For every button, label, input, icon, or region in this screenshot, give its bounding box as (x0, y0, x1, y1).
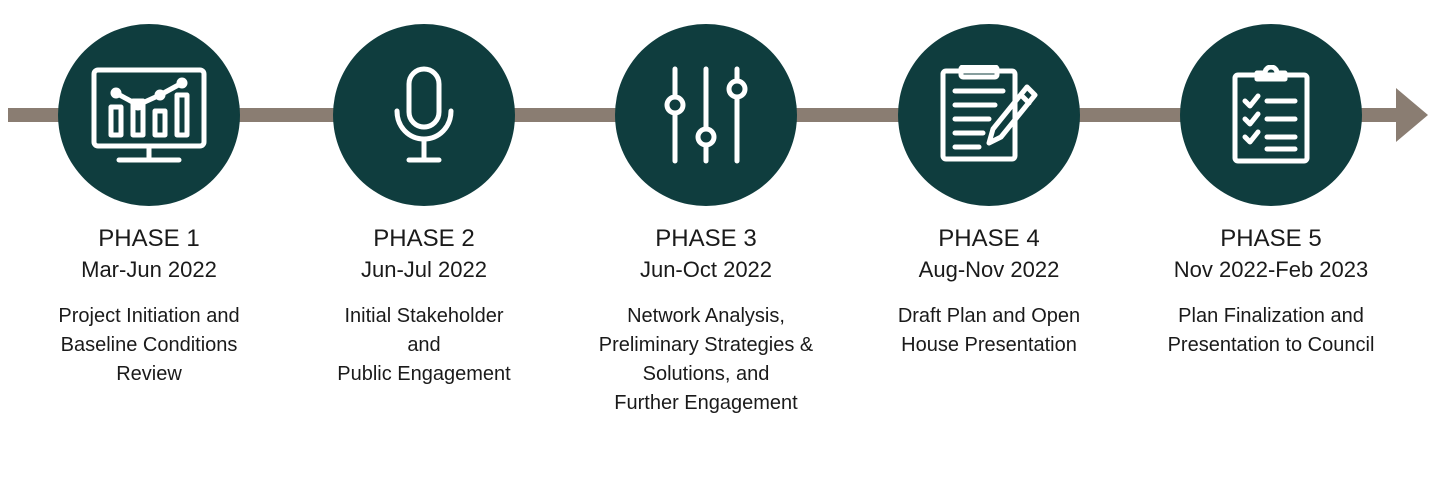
phase-3-circle (615, 24, 797, 206)
sliders-icon (664, 66, 748, 164)
phase-2-circle (333, 24, 515, 206)
clipboard-pencil-icon (940, 65, 1038, 162)
phase-5-description: Plan Finalization and Presentation to Co… (1167, 305, 1375, 356)
phase-4-dates: Aug-Nov 2022 (918, 257, 1060, 282)
phase-1-description: Project Initiation and Baseline Conditio… (58, 305, 240, 385)
phase-2-dates: Jun-Jul 2022 (361, 257, 487, 282)
phase-2: PHASE 2 Jun-Jul 2022 Initial Stakeholder… (284, 24, 564, 389)
phase-4-description: Draft Plan and Open House Presentation (897, 305, 1081, 356)
phase-4-title: PHASE 4 (938, 225, 1040, 252)
monitor-bar-chart-icon (91, 67, 207, 163)
phase-5: PHASE 5 Nov 2022-Feb 2023 Plan Finalizat… (1131, 24, 1411, 360)
phase-5-circle (1180, 24, 1362, 206)
phase-3: PHASE 3 Jun-Oct 2022 Network Analysis, P… (566, 24, 846, 418)
phase-2-title: PHASE 2 (373, 225, 475, 252)
phase-5-title: PHASE 5 (1220, 225, 1322, 252)
phase-5-dates: Nov 2022-Feb 2023 (1173, 257, 1369, 282)
phase-1-title: PHASE 1 (98, 225, 200, 252)
phase-1-circle (58, 24, 240, 206)
phase-3-title: PHASE 3 (655, 225, 757, 252)
microphone-icon (394, 66, 454, 163)
phase-1-dates: Mar-Jun 2022 (81, 257, 217, 282)
timeline-arrow-head (1396, 88, 1428, 142)
phase-3-dates: Jun-Oct 2022 (639, 257, 773, 282)
checklist-icon (1232, 65, 1310, 164)
phase-2-description: Initial Stakeholder and Public Engagemen… (337, 305, 511, 385)
phase-4-circle (898, 24, 1080, 206)
phase-1: PHASE 1 Mar-Jun 2022 Project Initiation … (9, 24, 289, 389)
phase-4: PHASE 4 Aug-Nov 2022 Draft Plan and Open… (849, 24, 1129, 360)
phase-3-description: Network Analysis, Preliminary Strategies… (598, 305, 814, 414)
